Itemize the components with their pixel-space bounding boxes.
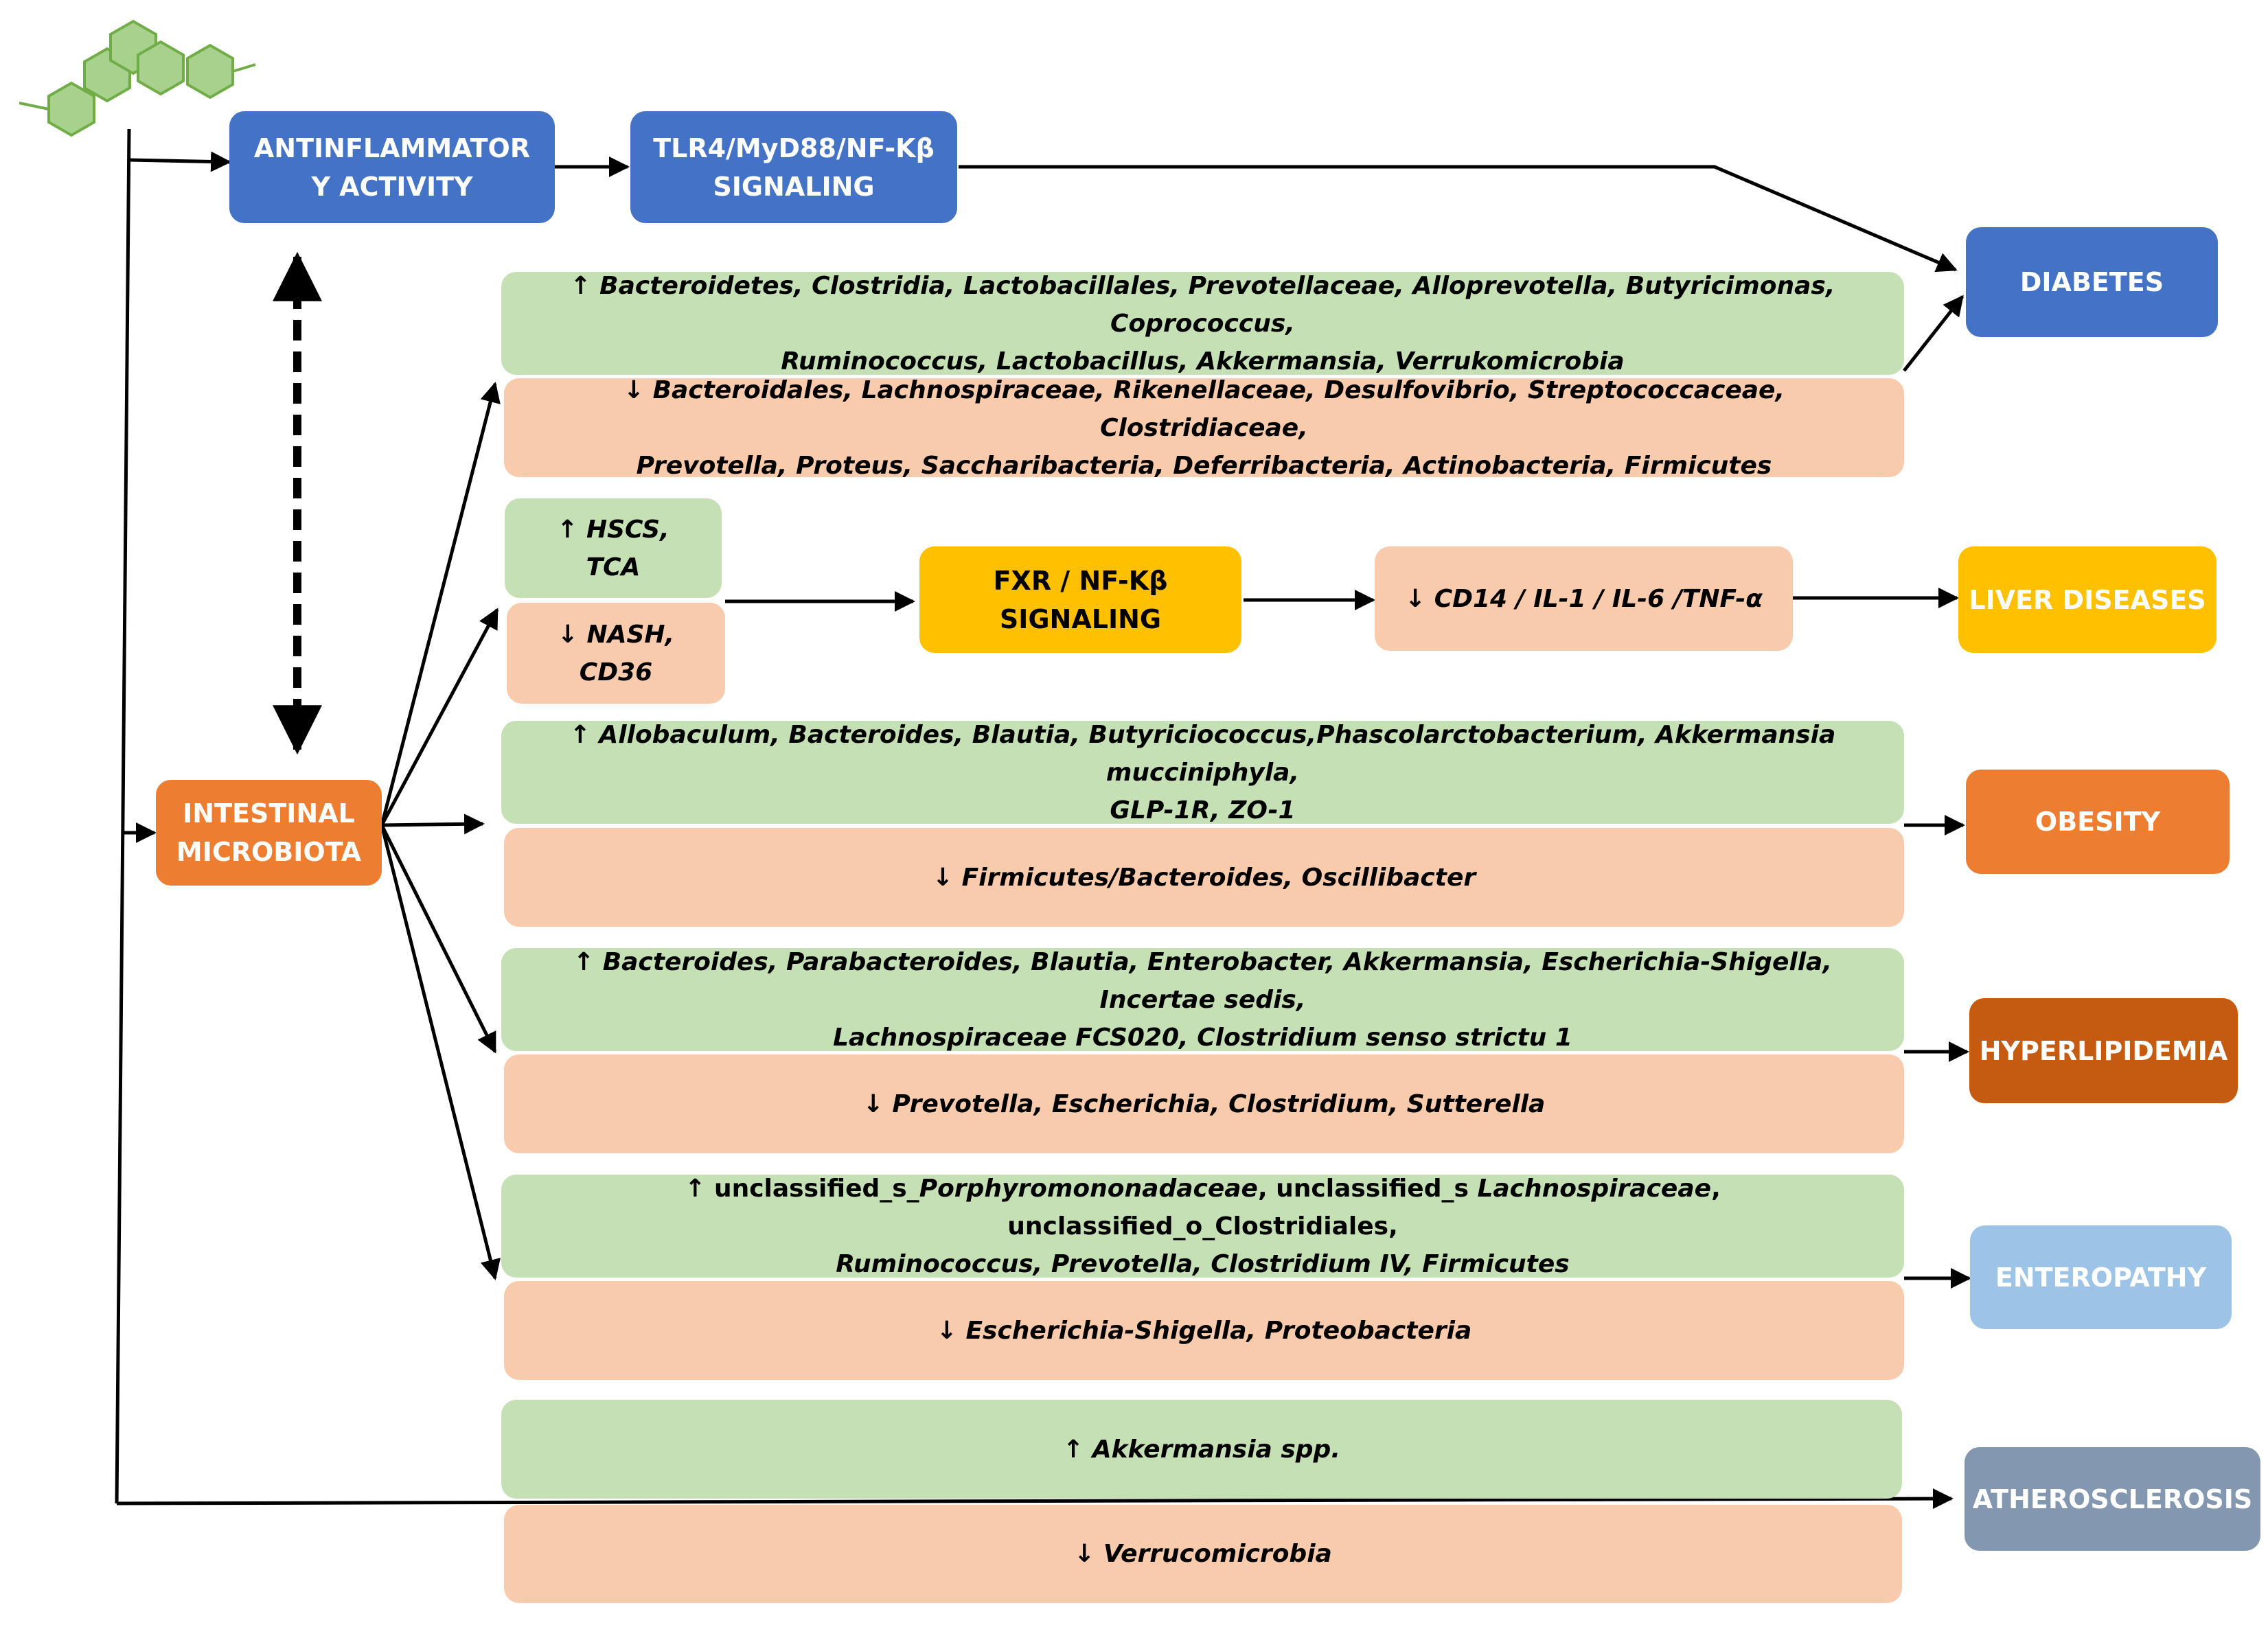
enteropathy-decrease-text: Escherichia-Shigella, Proteobacteria [965, 1316, 1472, 1345]
up-arrow-icon: ↑ [557, 515, 578, 544]
enteropathy-increase-taxon-1: Porphyromononadaceae [919, 1174, 1258, 1203]
diabetes-increase-panel: ↑ Bacteroidetes, Clostridia, Lactobacill… [501, 271, 1904, 376]
enteropathy-label: ENTEROPATHY [1995, 1262, 2207, 1293]
liver-decrease-text: NASH, CD36 [579, 620, 675, 686]
enteropathy-increase-prefix-2: , unclassified_s [1257, 1174, 1478, 1203]
enteropathy-node: ENTEROPATHY [1970, 1225, 2232, 1329]
down-arrow-icon: ↓ [623, 376, 645, 404]
cytokines-text: CD14 / IL-1 / IL-6 /TNF-α [1434, 584, 1763, 613]
liver-increase-panel: ↑ HSCS, TCA [505, 498, 722, 598]
down-arrow-icon: ↓ [1404, 584, 1426, 613]
atherosclerosis-decrease-text: Verrucomicrobia [1103, 1540, 1332, 1568]
up-arrow-icon: ↑ [685, 1174, 706, 1203]
diabetes-decrease-text: Bacteroidales, Lachnospiraceae, Rikenell… [636, 376, 1785, 480]
enteropathy-increase-line-2: Ruminococcus, Prevotella, Clostridium IV… [836, 1249, 1570, 1278]
hyperlipidemia-node: HYPERLIPIDEMIA [1969, 998, 2238, 1103]
diabetes-decrease-panel: ↓ Bacteroidales, Lachnospiraceae, Rikene… [504, 376, 1904, 480]
fxr-signaling-node: FXR / NF-Kβ SIGNALING [919, 546, 1241, 653]
tlr4-signaling-node: TLR4/MyD88/NF-Kβ SIGNALING [630, 111, 957, 223]
hyperlipidemia-increase-text: Bacteroides, Parabacteroides, Blautia, E… [602, 947, 1833, 1052]
diabetes-label: DIABETES [2019, 267, 2164, 297]
enteropathy-increase-taxon-2: Lachnospiraceae [1477, 1174, 1712, 1203]
hyperlipidemia-increase-panel: ↑ Bacteroides, Parabacteroides, Blautia,… [501, 947, 1904, 1052]
obesity-node: OBESITY [1966, 770, 2230, 874]
atherosclerosis-increase-panel: ↑ Akkermansia spp. [501, 1400, 1902, 1499]
antiinflammatory-label: ANTINFLAMMATOR Y ACTIVITY [253, 132, 531, 202]
liver-decrease-panel: ↓ NASH, CD36 [507, 603, 725, 704]
atherosclerosis-node: ATHEROSCLEROSIS [1965, 1447, 2260, 1551]
connector-lines [115, 128, 1971, 1510]
hyperlipidemia-label: HYPERLIPIDEMIA [1979, 1035, 2228, 1066]
up-arrow-icon: ↑ [573, 947, 595, 976]
down-arrow-icon: ↓ [557, 620, 578, 649]
down-arrow-icon: ↓ [936, 1316, 957, 1345]
tlr4-label: TLR4/MyD88/NF-Kβ SIGNALING [653, 132, 935, 202]
obesity-increase-text: Allobaculum, Bacteroides, Blautia, Butyr… [599, 720, 1836, 824]
diabetes-node: DIABETES [1966, 227, 2218, 337]
down-arrow-icon: ↓ [862, 1089, 884, 1118]
obesity-increase-panel: ↑ Allobaculum, Bacteroides, Blautia, But… [501, 721, 1904, 824]
intestinal-microbiota-label: INTESTINAL MICROBIOTA [176, 798, 362, 867]
atherosclerosis-label: ATHEROSCLEROSIS [1972, 1484, 2253, 1514]
diabetes-increase-text: Bacteroidetes, Clostridia, Lactobacillal… [599, 271, 1835, 376]
liver-diseases-node: LIVER DISEASES [1958, 546, 2217, 653]
liver-diseases-label: LIVER DISEASES [1969, 584, 2206, 615]
obesity-decrease-panel: ↓ Firmicutes/Bacteroides, Oscillibacter [504, 828, 1904, 927]
cytokines-node: ↓ CD14 / IL-1 / IL-6 /TNF-α [1375, 546, 1793, 651]
up-arrow-icon: ↑ [1062, 1435, 1084, 1464]
fxr-label: FXR / NF-Kβ SIGNALING [993, 565, 1168, 634]
up-arrow-icon: ↑ [569, 720, 591, 749]
intestinal-microbiota-node: INTESTINAL MICROBIOTA [156, 780, 382, 886]
atherosclerosis-increase-text: Akkermansia spp. [1092, 1435, 1341, 1464]
down-arrow-icon: ↓ [1074, 1540, 1095, 1568]
enteropathy-increase-prefix-1: unclassified_s_ [713, 1174, 919, 1203]
obesity-decrease-text: Firmicutes/Bacteroides, Oscillibacter [961, 863, 1476, 892]
enteropathy-decrease-panel: ↓ Escherichia-Shigella, Proteobacteria [504, 1281, 1904, 1380]
hexagon-chain-icon [19, 19, 256, 137]
atherosclerosis-decrease-panel: ↓ Verrucomicrobia [504, 1505, 1902, 1603]
enteropathy-increase-suffix: , unclassified_o_Clostridiales, [1007, 1174, 1721, 1241]
enteropathy-increase-panel: ↑ unclassified_s_Porphyromononadaceae, u… [501, 1175, 1904, 1278]
hyperlipidemia-decrease-text: Prevotella, Escherichia, Clostridium, Su… [892, 1089, 1546, 1118]
antiinflammatory-activity-node: ANTINFLAMMATOR Y ACTIVITY [229, 111, 555, 223]
liver-increase-text: HSCS, TCA [586, 515, 669, 581]
hyperlipidemia-decrease-panel: ↓ Prevotella, Escherichia, Clostridium, … [504, 1054, 1904, 1153]
down-arrow-icon: ↓ [932, 863, 954, 892]
obesity-label: OBESITY [2035, 807, 2161, 837]
up-arrow-icon: ↑ [570, 271, 591, 300]
